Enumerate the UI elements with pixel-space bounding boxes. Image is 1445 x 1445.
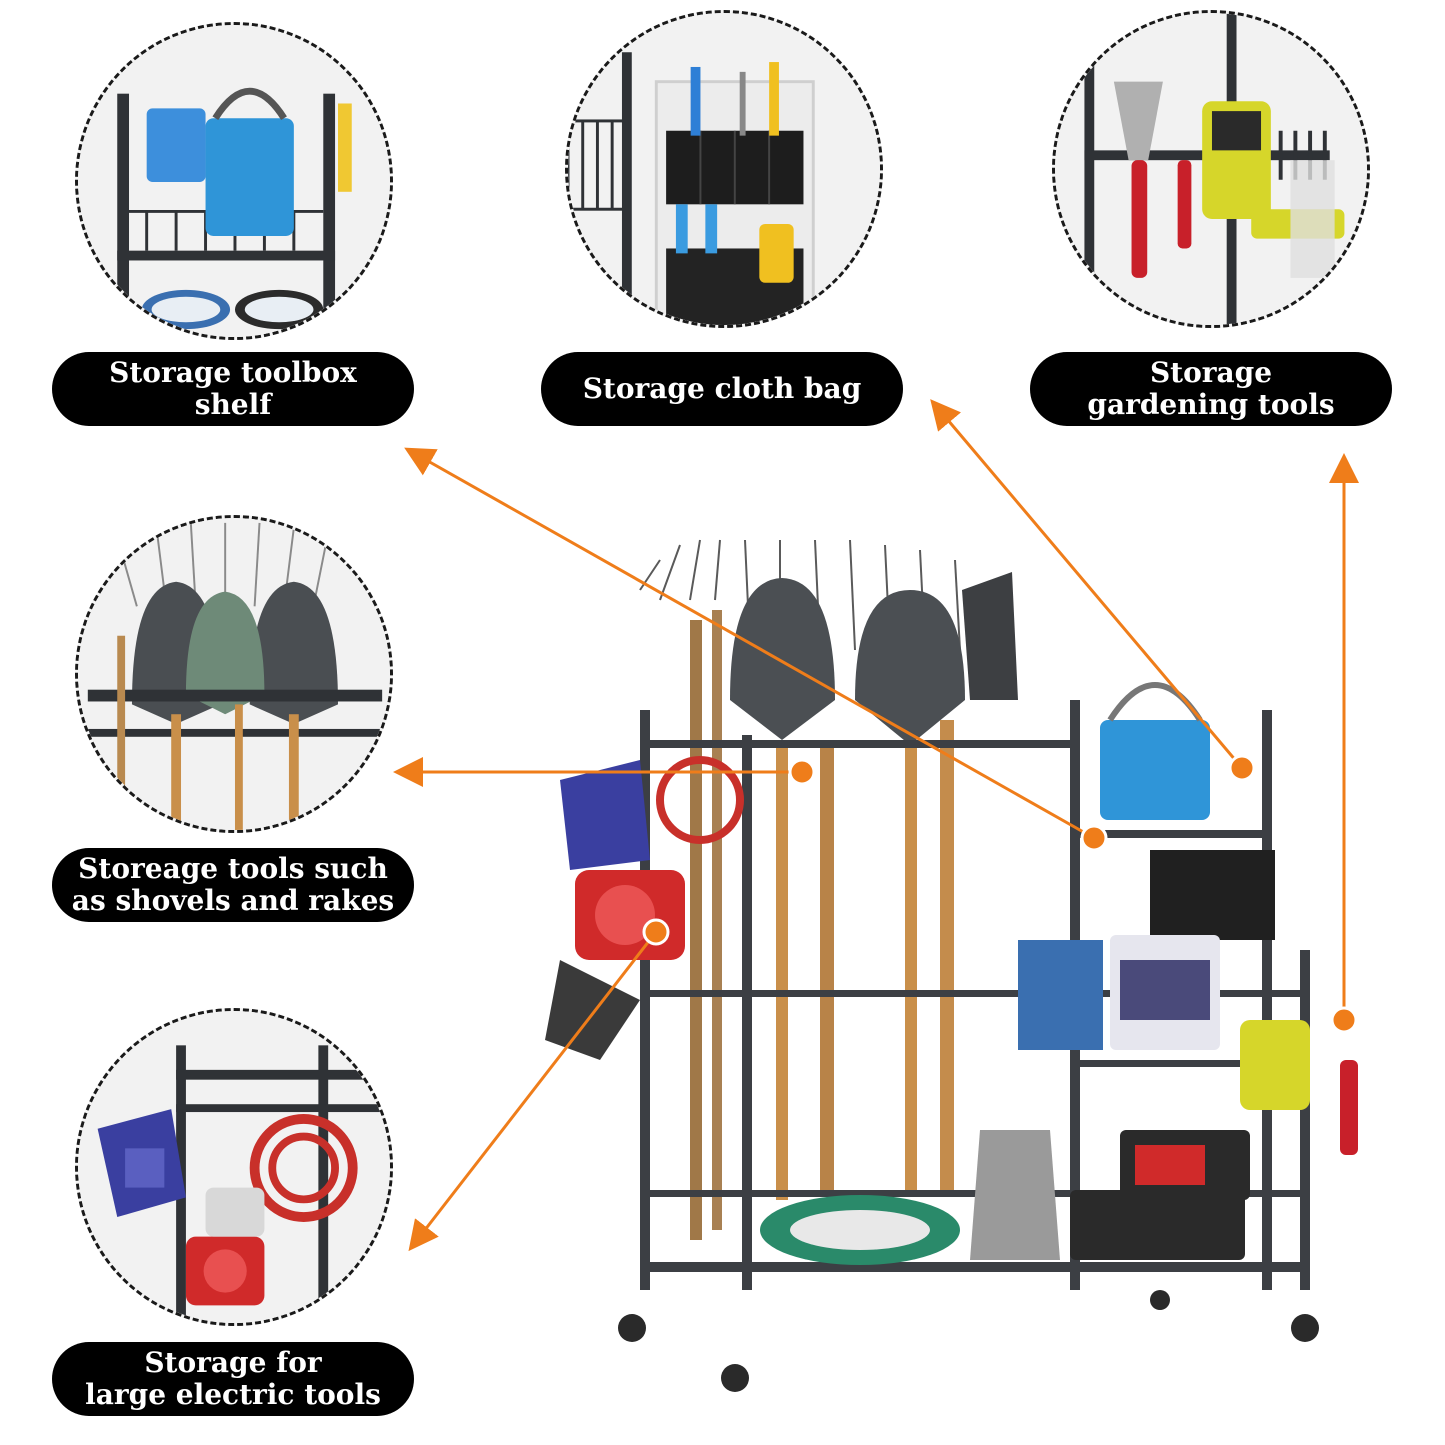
- toolbox-shelf-illustration: [78, 25, 390, 337]
- arrow-toolbox-shelf: [404, 447, 1095, 840]
- detail-circle-cloth-bag: [565, 10, 883, 328]
- label-toolbox-shelf-line-1: Storage toolbox shelf: [109, 356, 357, 421]
- arrow-cloth-bag: [930, 399, 1244, 769]
- tools-backdrop: [639, 539, 1018, 1240]
- label-shovels-rakes-line-2: as shovels and rakes: [71, 884, 395, 917]
- label-shovels-rakes: Storeage tools such as shovels and rakes: [52, 848, 414, 922]
- detail-circle-gardening-tools: [1052, 10, 1370, 328]
- detail-circle-electric-tools: [75, 1008, 393, 1326]
- callout-dots: [642, 754, 1358, 1034]
- label-toolbox-shelf: Storage toolbox shelf: [52, 352, 414, 426]
- callout-arrows: [393, 399, 1359, 1252]
- gardening-tools-illustration: [1055, 13, 1367, 325]
- shovels-rakes-illustration: [78, 518, 390, 830]
- label-electric-tools-line-2: large electric tools: [85, 1378, 381, 1411]
- label-electric-tools-line-1: Storage for: [144, 1346, 322, 1379]
- label-cloth-bag-line-1: Storage cloth bag: [582, 372, 862, 405]
- label-shovels-rakes-line-1: Storeage tools such: [78, 852, 388, 885]
- arrow-electric-tools: [408, 931, 658, 1252]
- cloth-bag-illustration: [568, 13, 880, 325]
- label-electric-tools: Storage for large electric tools: [52, 1342, 414, 1416]
- rack-frame: [640, 700, 1310, 1290]
- detail-circle-toolbox-shelf: [75, 22, 393, 340]
- label-cloth-bag: Storage cloth bag: [541, 352, 903, 426]
- rack-contents: [545, 682, 1358, 1265]
- electric-tools-illustration: [78, 1011, 390, 1323]
- rack-wheels: [618, 1290, 1319, 1392]
- detail-circle-shovels-rakes: [75, 515, 393, 833]
- label-gardening-tools-line-2: gardening tools: [1087, 388, 1335, 421]
- label-gardening-tools: Storage gardening tools: [1030, 352, 1392, 426]
- label-gardening-tools-line-1: Storage: [1149, 356, 1273, 389]
